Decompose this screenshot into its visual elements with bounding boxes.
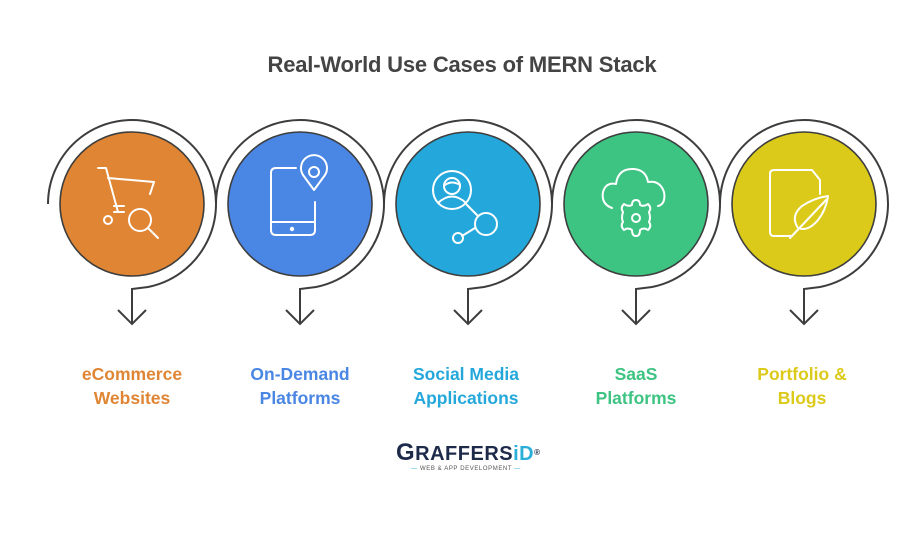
arrow-down-icon: [621, 309, 651, 326]
step-label-line2: Platforms: [259, 388, 341, 408]
step-label-line1: SaaS: [614, 364, 658, 384]
arrow-down-icon: [285, 309, 315, 326]
document-feather-icon: [769, 169, 829, 239]
logo-brand-id: iD: [513, 443, 535, 465]
flow-arc: [383, 119, 553, 324]
step-circle: [59, 131, 205, 277]
flow-arc: [551, 119, 721, 324]
step-label-line1: Social Media: [412, 364, 519, 384]
step-circle: [395, 131, 541, 277]
step-label-line2: Websites: [93, 388, 171, 408]
arrow-down-icon: [789, 309, 819, 326]
logo-registered-mark: ®: [534, 448, 541, 457]
logo-brand-main: RAFFERS: [415, 443, 514, 465]
step-node-5: [719, 119, 889, 326]
step-label-line2: Applications: [413, 388, 519, 408]
step-label-line2: Platforms: [595, 388, 677, 408]
step-node-3: [383, 119, 553, 326]
step-node-1: [47, 119, 217, 326]
step-label-social-media: Social Media Applications: [386, 362, 546, 410]
diagram-title: Real-World Use Cases of MERN Stack: [267, 52, 657, 77]
arrow-down-icon: [117, 309, 147, 326]
step-circle: [563, 131, 709, 277]
step-label-on-demand: On-Demand Platforms: [220, 362, 380, 410]
step-node-4: [551, 119, 721, 326]
logo-letter-g: G: [396, 439, 416, 466]
step-label-line1: eCommerce: [81, 364, 183, 384]
step-label-saas: SaaS Platforms: [556, 362, 716, 410]
flow-arc: [215, 119, 385, 324]
arrow-down-icon: [453, 309, 483, 326]
logo-wordmark: GRAFFERSiD®: [396, 441, 540, 465]
cloud-gear-icon: [601, 167, 666, 237]
logo-tagline: WEB & APP DEVELOPMENT: [419, 466, 513, 472]
mobile-location-pin-icon: [270, 154, 328, 236]
step-label-line2: Blogs: [777, 388, 827, 408]
step-label-ecommerce: eCommerce Websites: [52, 362, 212, 410]
step-label-line1: On-Demand: [250, 364, 350, 384]
step-label-portfolio: Portfolio & Blogs: [722, 362, 882, 410]
step-circle: [227, 131, 373, 277]
flow-arc: [47, 119, 217, 324]
flow-arc: [719, 119, 889, 324]
shopping-cart-search-icon: [97, 167, 159, 239]
graffersid-logo: GRAFFERSiD® — WEB & APP DEVELOPMENT —: [396, 441, 540, 473]
user-network-icon: [432, 170, 498, 244]
step-node-2: [215, 119, 385, 326]
logo-tagline-row: — WEB & APP DEVELOPMENT —: [411, 466, 521, 472]
step-label-line1: Portfolio &: [757, 364, 847, 384]
